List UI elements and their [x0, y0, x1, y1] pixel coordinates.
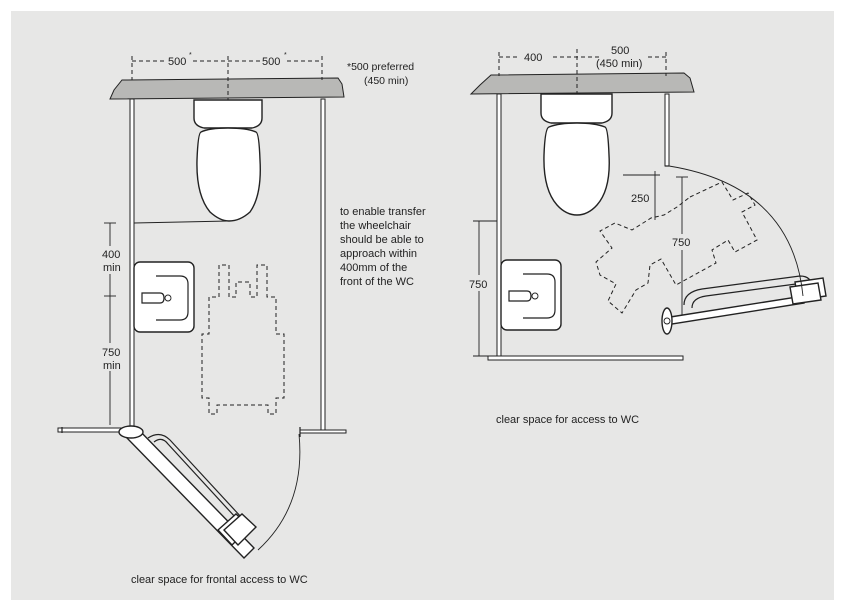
dim-500-right: 500	[262, 56, 280, 68]
door-leaf	[118, 425, 258, 559]
wheelchair-outline	[201, 264, 285, 415]
door-swing-arc-right	[668, 165, 804, 297]
dim-750-inner: 750	[672, 237, 690, 249]
right-caption: clear space for access to WC	[496, 414, 639, 426]
right-back-wall	[469, 72, 695, 95]
left-caption: clear space for frontal access to WC	[131, 574, 308, 586]
svg-text:*: *	[189, 52, 192, 59]
left-back-wall	[109, 77, 345, 100]
door-leaf-right	[661, 275, 827, 335]
wheelchair-outline-right	[595, 181, 758, 314]
toilet	[193, 99, 263, 222]
dim-450-min: (450 min)	[596, 58, 642, 70]
right-plan-floor-wall	[487, 355, 684, 361]
wash-basin	[133, 261, 195, 333]
dim-400: 400	[524, 52, 542, 64]
svg-text:min: min	[103, 262, 121, 274]
svg-text:(450 min): (450 min)	[364, 75, 408, 87]
preferred-note: *500 preferred	[347, 61, 414, 73]
left-side-wall	[129, 98, 135, 431]
left-plan: 500 * 500 * *500 preferred (450 min) 400…	[57, 52, 429, 586]
door-swing-arc	[257, 433, 301, 551]
wash-basin-right	[500, 259, 562, 331]
wall-stub-right	[299, 429, 347, 434]
transfer-note: to enable transfer the wheelchair should…	[340, 206, 429, 288]
right-plan-right-wall	[664, 93, 670, 167]
right-plan: 400 500 (450 min) 750 250	[468, 45, 827, 426]
right-side-wall	[320, 98, 326, 433]
svg-text:*: *	[284, 52, 287, 59]
dim-750-min: 750	[102, 347, 120, 359]
dim-750-side: 750	[469, 279, 487, 291]
dim-500: 500	[611, 45, 629, 57]
dim-250: 250	[631, 193, 649, 205]
dim-400-min: 400	[102, 249, 120, 261]
svg-text:min: min	[103, 360, 121, 372]
dim-500-left: 500	[168, 56, 186, 68]
toilet-right	[540, 93, 613, 216]
